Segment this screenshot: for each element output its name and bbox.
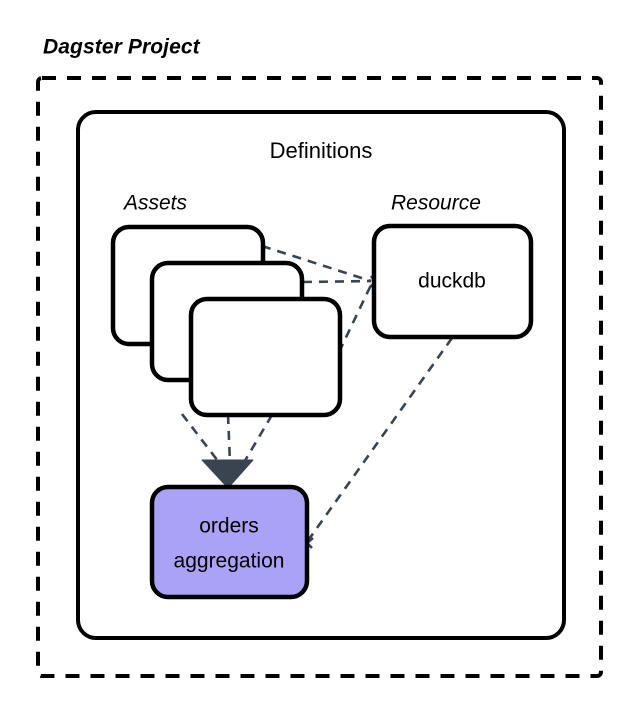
duckdb-node-label: duckdb (418, 270, 486, 293)
edge-asset1-to-duckdb (261, 244, 372, 283)
orders-aggregation-node[interactable] (149, 459, 310, 600)
asset-card-1-front[interactable] (188, 296, 343, 418)
page-title: Dagster Project (43, 36, 201, 59)
edges-layer (180, 244, 454, 543)
duckdb-node-box[interactable] (371, 223, 534, 340)
edge-asset2-to-orders (180, 413, 223, 466)
definitions-label: Definitions (270, 138, 373, 163)
edge-asset3-to-duckdb (337, 284, 373, 353)
duckdb-node[interactable] (371, 223, 534, 340)
edge-asset3-left-to-orders (226, 414, 232, 464)
resource-group-label: Resource (391, 192, 481, 215)
assets-group-label: Assets (122, 192, 188, 215)
edge-asset2-to-duckdb (302, 279, 372, 284)
edge-duckdb-to-orders (305, 337, 454, 543)
incoming-arrowhead-icon (201, 459, 254, 489)
orders-aggregation-label-line1: orders (199, 515, 259, 538)
assets-group (110, 224, 343, 418)
orders-aggregation-box[interactable] (149, 484, 310, 600)
orders-aggregation-label-line2: aggregation (174, 550, 285, 573)
